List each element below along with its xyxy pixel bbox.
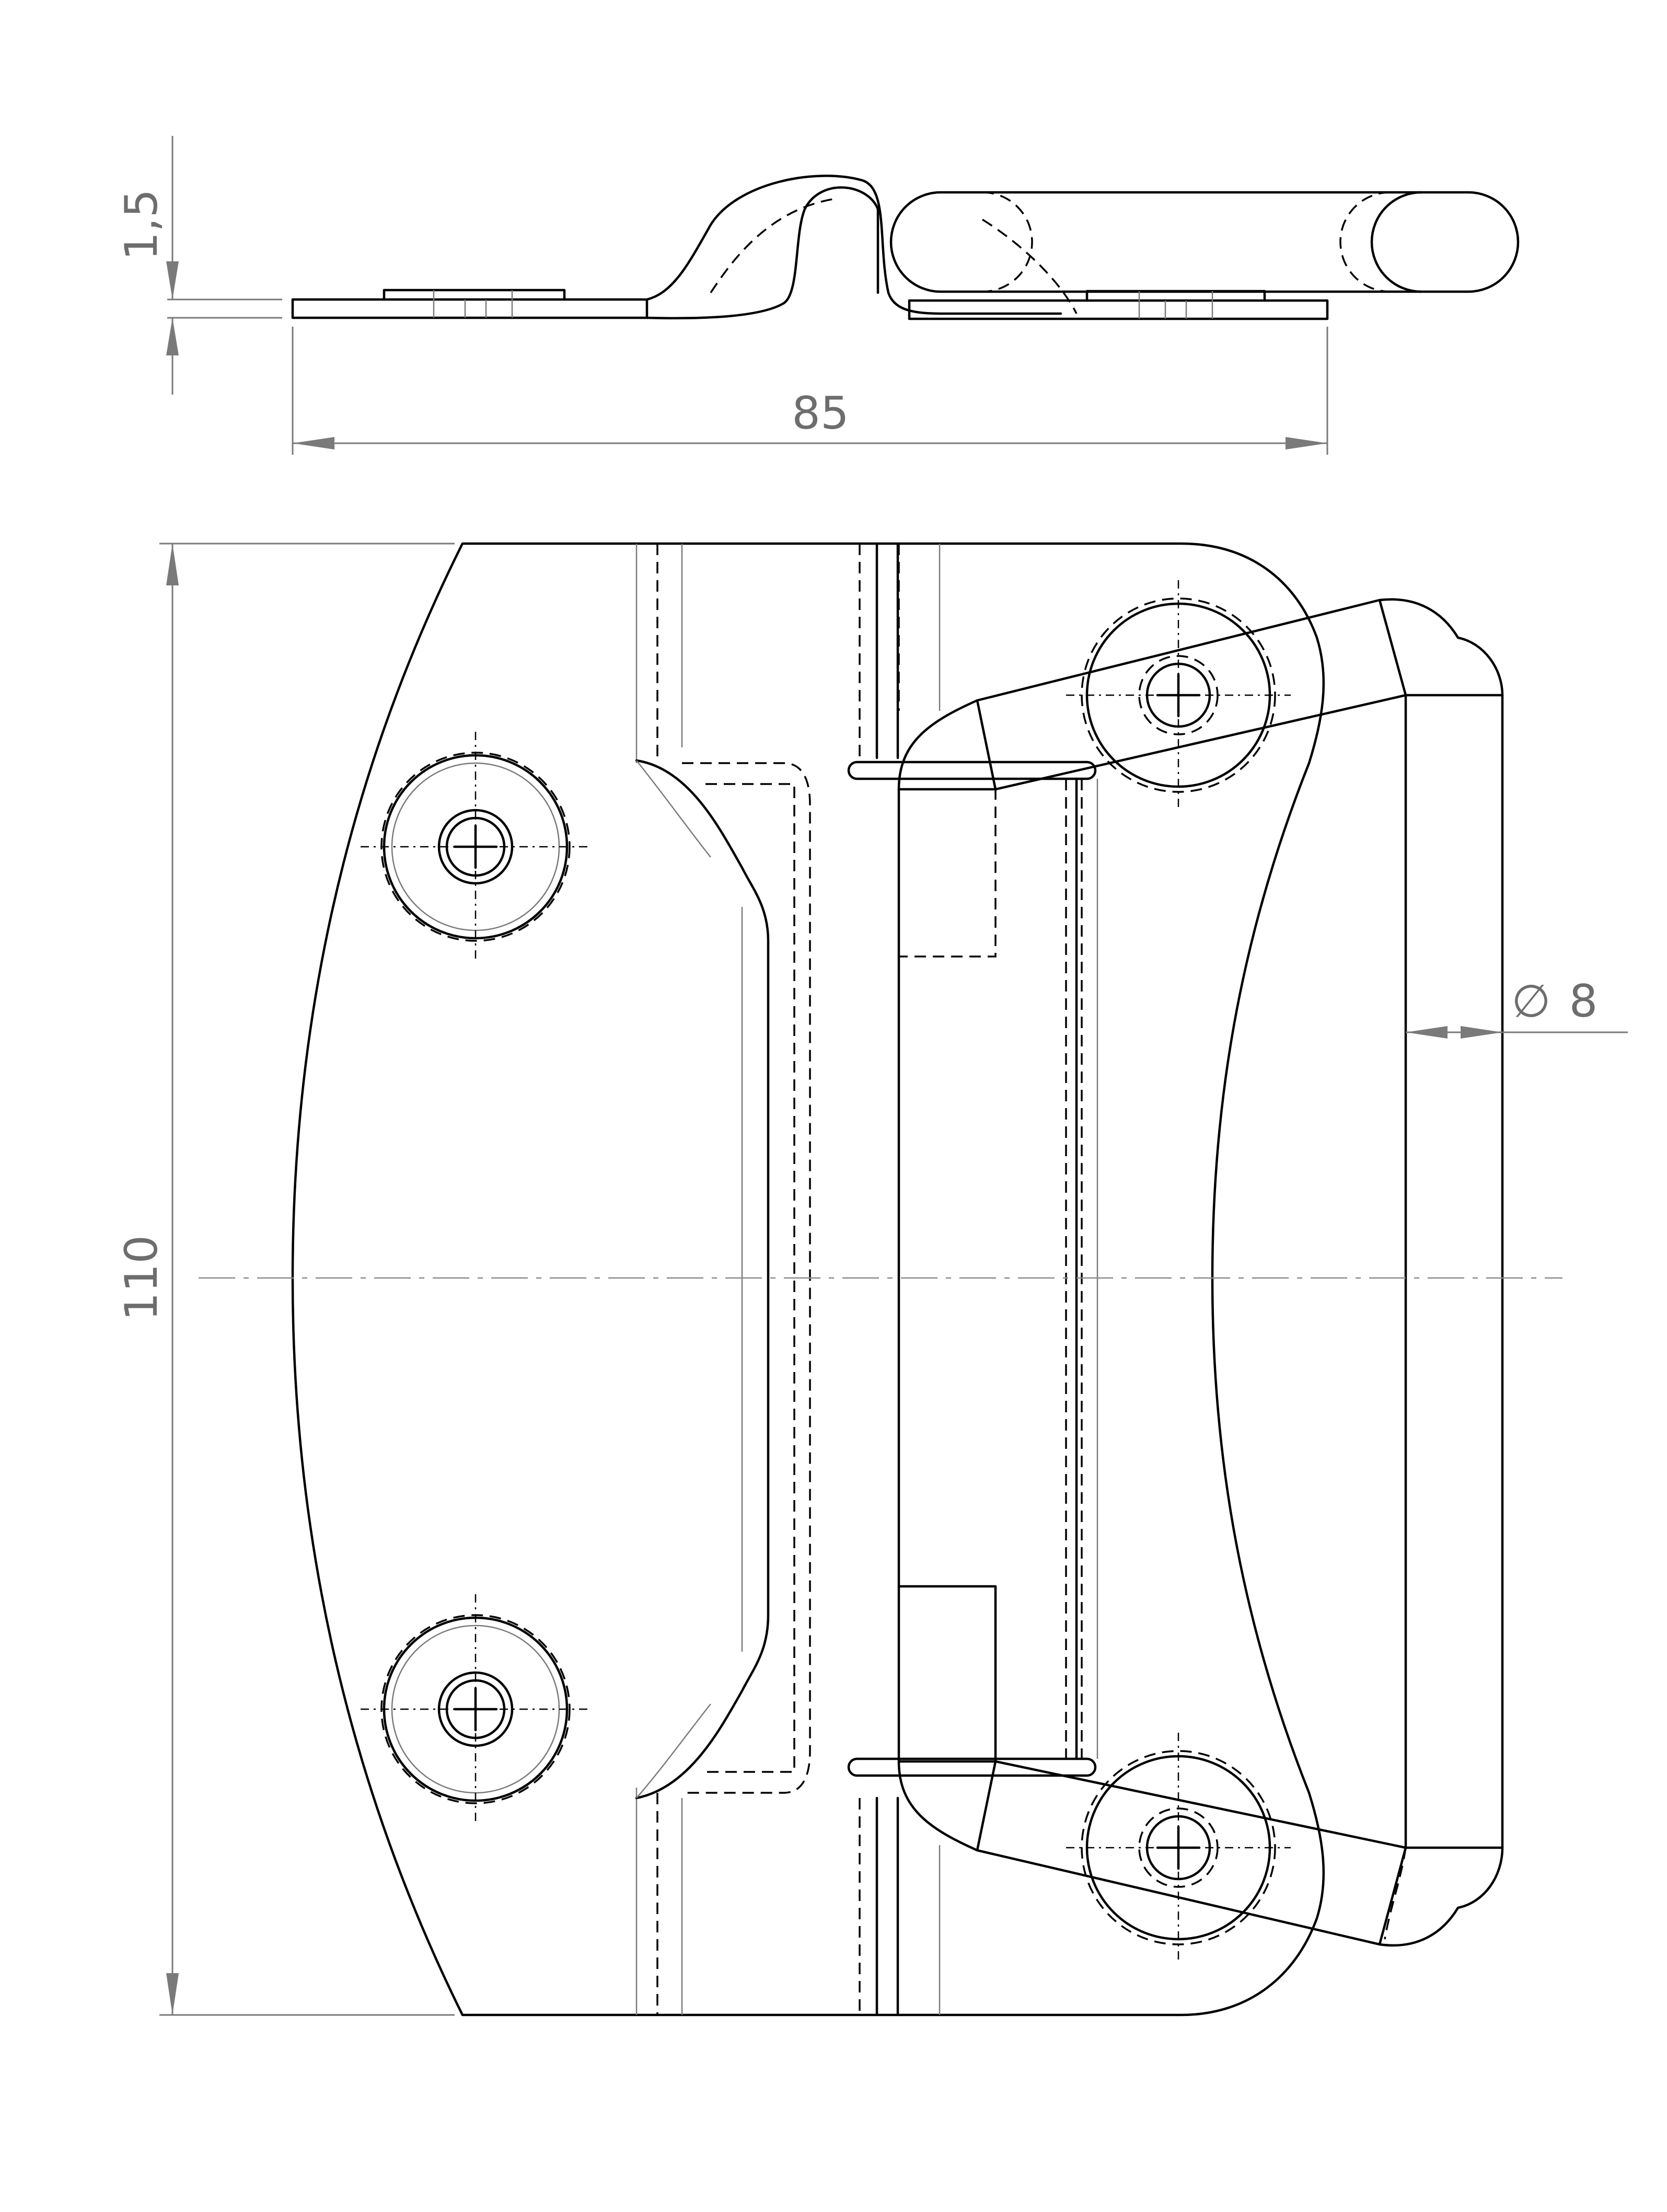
hole-top-left — [361, 732, 591, 962]
hole-bottom-right — [1066, 1733, 1291, 1963]
dimension-thickness-label: 1,5 — [115, 189, 168, 261]
dimension-diameter-label: 8 — [1569, 975, 1598, 1028]
dimension-width-label: 85 — [792, 387, 849, 440]
plate-outline — [291, 542, 1325, 2017]
dimension-width: 85 — [292, 327, 1328, 455]
front-view — [199, 542, 1562, 2017]
handle-outline — [897, 598, 1504, 1947]
hole-top-right — [1066, 580, 1291, 810]
side-view-plate — [291, 298, 649, 319]
dimension-thickness: 1,5 — [115, 136, 282, 395]
dimension-diameter: ∅ 8 — [1406, 975, 1628, 1039]
dimension-height: 110 — [115, 543, 455, 2016]
hole-bottom-left — [361, 1594, 591, 1824]
dimension-height-label: 110 — [115, 1235, 168, 1321]
side-view — [291, 175, 1520, 320]
diameter-symbol: ∅ — [1512, 975, 1551, 1028]
side-view-handle — [889, 191, 1520, 293]
